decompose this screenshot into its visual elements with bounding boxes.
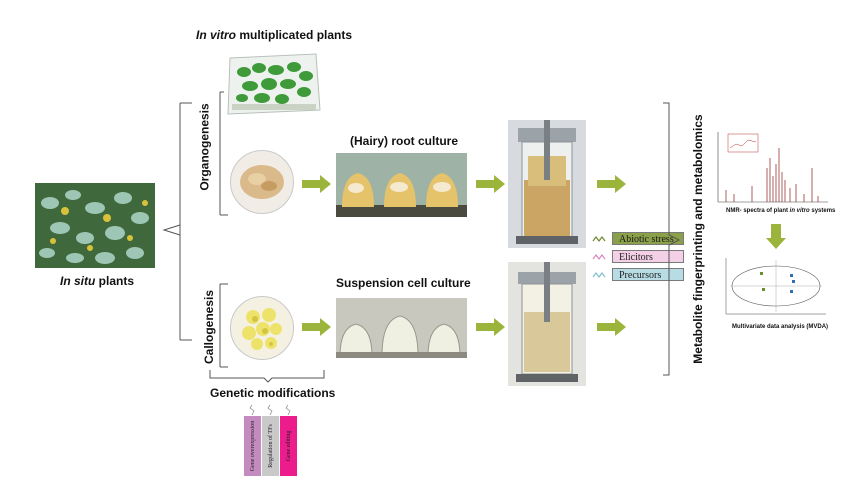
cell-bioreactor-photo [508, 262, 586, 386]
hairy-root-label: (Hairy) root culture [350, 134, 459, 148]
metabolomics-bracket [663, 102, 681, 376]
abiotic-stress-icon [592, 236, 606, 242]
in-situ-label: In situ plants [60, 274, 135, 288]
legend-precursors: Precursors [612, 268, 684, 281]
tube-gene-overexpression: Gene overexpression [244, 416, 261, 476]
root-petri-dish [230, 150, 294, 214]
legend-elicitors: Elicitors [612, 250, 684, 263]
legend-abiotic-stress: Abiotic stress [612, 232, 684, 245]
nmr-caption: NMR- spectra of plant in vitro systems [726, 208, 836, 214]
in-vitro-box-photo [224, 50, 322, 118]
callus-petri-dish [230, 296, 294, 360]
genetic-bracket [209, 370, 325, 383]
suspension-label: Suspension cell culture [336, 276, 471, 290]
in-vitro-label: In vitro multiplicated plants [196, 28, 353, 42]
arrow-cell-bioreactor [476, 318, 505, 336]
tube-regulation-tfs: Regulation of TFs [262, 416, 279, 476]
nmr-spectrum [712, 128, 832, 208]
in-situ-plants-photo [35, 183, 155, 268]
hairy-root-flasks-photo [336, 153, 467, 217]
callogenesis-label: Callogenesis [202, 289, 217, 365]
precursors-icon [592, 272, 606, 278]
callogenesis-bracket [219, 283, 228, 368]
organogenesis-label: Organogenesis [197, 103, 212, 191]
arrow-root-culture [302, 175, 331, 193]
mvda-plot [720, 254, 830, 320]
arrow-cell-metabolomics [597, 318, 626, 336]
metabolite-label: Metabolite fingerprinting and metabolomi… [691, 114, 705, 364]
suspension-flasks-photo [336, 298, 467, 358]
arrow-down-mvda [766, 224, 786, 249]
genetic-modifications-label: Genetic modifications [210, 386, 336, 400]
treatment-legend: Abiotic stress Elicitors Precursors [592, 232, 702, 282]
arrow-suspension [302, 318, 331, 336]
root-bioreactor-photo [508, 120, 586, 248]
tube-gene-editing: Gene editing [280, 416, 297, 476]
arrow-root-metabolomics [597, 175, 626, 193]
main-bracket [162, 102, 192, 341]
elicitors-icon [592, 254, 606, 260]
tube-squiggles [249, 404, 291, 416]
arrow-root-bioreactor [476, 175, 505, 193]
mvda-caption: Multivariate data analysis (MVDA) [732, 324, 829, 330]
